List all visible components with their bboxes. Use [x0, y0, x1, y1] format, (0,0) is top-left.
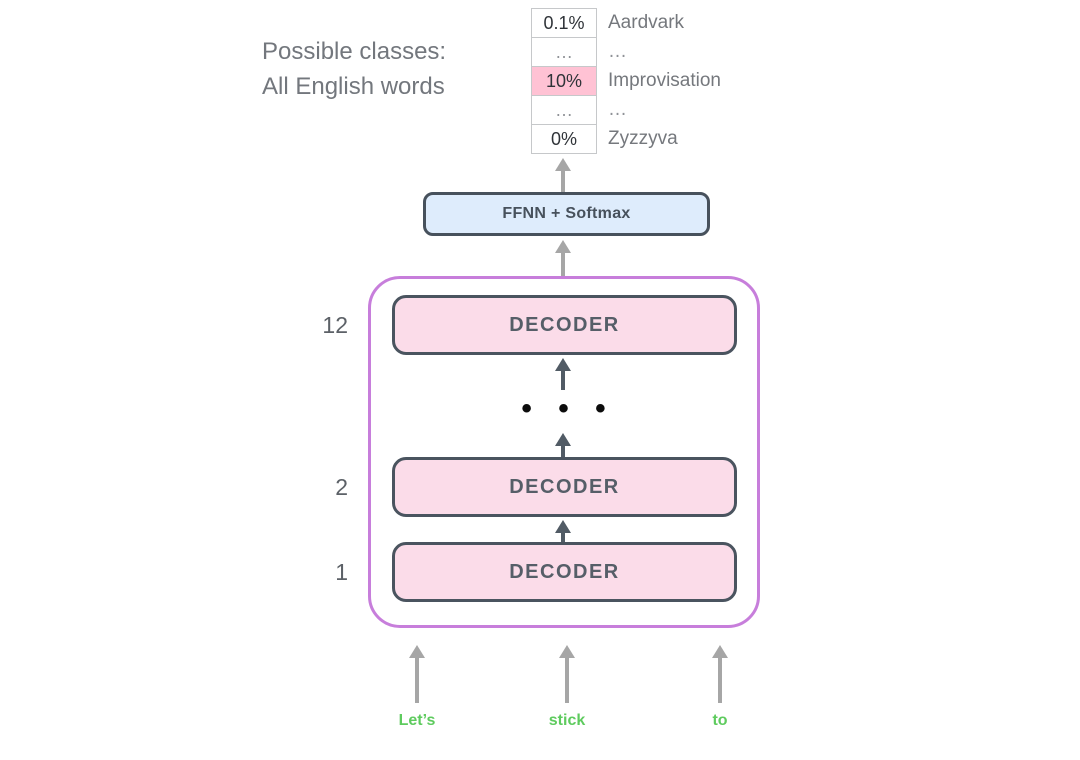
caption-line-2: All English words — [262, 73, 445, 100]
probability-cell: … — [531, 95, 597, 125]
decoder-box-1: DECODER — [392, 542, 737, 602]
ellipsis-dots: • • • — [521, 392, 615, 425]
class-label: … — [608, 41, 627, 62]
up-arrow-icon — [558, 645, 576, 703]
input-token: stick — [548, 712, 586, 729]
class-label: Improvisation — [608, 70, 721, 91]
up-arrow-icon — [711, 645, 729, 703]
class-label: Zyzzyva — [608, 128, 678, 149]
caption-line-1: Possible classes: — [262, 38, 447, 65]
possible-classes-caption: Possible classes: All English words — [262, 34, 446, 104]
input-token: Let’s — [398, 712, 436, 729]
layer-number-12: 12 — [322, 312, 348, 338]
layer-number-2: 2 — [335, 474, 348, 500]
up-arrow-icon — [554, 240, 572, 276]
input-token: to — [712, 712, 728, 729]
decoder-box-2: DECODER — [392, 457, 737, 517]
table-row-highlighted: 10% Improvisation — [531, 66, 721, 96]
probability-cell: … — [531, 37, 597, 67]
output-classes-table: 0.1% Aardvark … … 10% Improvisation … … … — [531, 8, 721, 154]
probability-cell: 0.1% — [531, 8, 597, 38]
decoder-box-12: DECODER — [392, 295, 737, 355]
ffnn-softmax-box: FFNN + Softmax — [423, 192, 710, 236]
class-label: … — [608, 99, 627, 120]
up-arrow-icon — [554, 158, 572, 192]
layer-number-1: 1 — [335, 559, 348, 585]
table-row: 0% Zyzzyva — [531, 124, 721, 154]
table-row: 0.1% Aardvark — [531, 8, 721, 38]
probability-cell: 0% — [531, 124, 597, 154]
probability-cell: 10% — [531, 66, 597, 96]
up-arrow-icon — [408, 645, 426, 703]
up-arrow-icon — [554, 433, 572, 457]
up-arrow-icon — [554, 520, 572, 542]
up-arrow-icon — [554, 358, 572, 390]
table-row: … … — [531, 95, 721, 125]
table-row: … … — [531, 37, 721, 67]
class-label: Aardvark — [608, 12, 685, 33]
